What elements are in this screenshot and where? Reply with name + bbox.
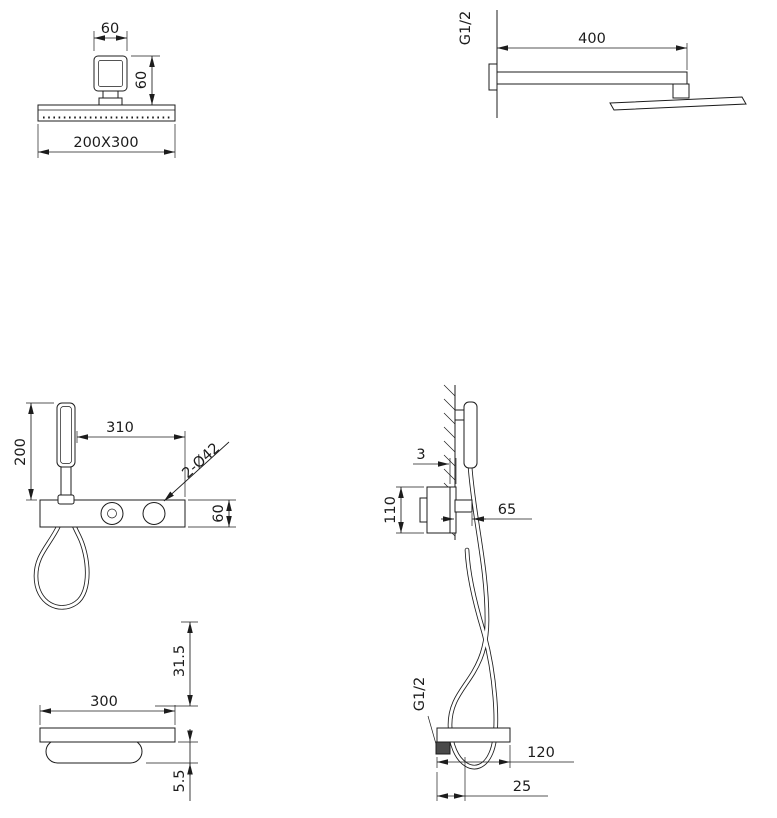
diverter-knob-center [107, 508, 117, 519]
spout-body-side [436, 727, 511, 743]
dimensions-spout-side: G1/2 120 25 [412, 677, 574, 801]
ceiling-mount [93, 55, 128, 106]
hand-shower-hose-front [33, 499, 90, 610]
control-knob [142, 502, 166, 525]
view-panel-front: 200 310 2-Ø42 60 [13, 402, 236, 610]
thread-size-label: G1/2 [412, 677, 428, 712]
valve-knob [419, 497, 428, 523]
shower-arm [496, 71, 688, 85]
dim-mount-width-label: 60 [101, 21, 119, 37]
dim-inlet-offset-label: 25 [513, 779, 531, 795]
dim-holes-label: 2-Ø42 [179, 440, 223, 482]
dimensions-overhead-front: 60 60 200X300 [37, 21, 176, 158]
inlet-fitting [435, 741, 451, 755]
dim-panel-width-label: 310 [106, 420, 134, 436]
view-overhead-side: 400 G1/2 [458, 10, 747, 118]
view-overhead-front: 60 60 200X300 [37, 21, 176, 158]
dim-mount-height-label: 60 [134, 71, 150, 89]
dim-length-label: 120 [527, 745, 555, 761]
diverter-knob [100, 502, 124, 525]
waterfall-lip [45, 739, 143, 764]
shower-head-side [609, 96, 747, 111]
arm-head-joint [672, 83, 690, 99]
shower-head-front [37, 104, 176, 122]
valve-body [426, 486, 451, 534]
dim-outlet-depth-label: 65 [498, 502, 516, 518]
thread-leader-line [427, 715, 437, 745]
dim-hand-shower-height-label: 200 [13, 438, 29, 466]
dim-body-height-label: 110 [383, 496, 399, 524]
dim-drop-label: 31.5 [172, 645, 188, 677]
holder-bracket [454, 409, 465, 421]
dimensions-panel-side: 3 110 65 [383, 447, 532, 534]
view-spout-front: 300 31.5 5.5 [39, 621, 198, 801]
hand-shower-front [56, 402, 76, 505]
dim-lip-label: 5.5 [172, 769, 188, 792]
dimensions-spout-front: 300 31.5 5.5 [39, 621, 198, 801]
wall-flange [488, 63, 498, 91]
hand-shower-hose-side [447, 463, 499, 770]
hand-shower-side [463, 401, 478, 469]
dim-panel-height-label: 60 [211, 504, 227, 522]
outlet-stub [454, 499, 473, 513]
dim-arm-length-label: 400 [578, 31, 606, 47]
view-spout-side: G1/2 120 25 [412, 677, 574, 801]
dimensions-overhead-side: 400 G1/2 [458, 11, 688, 70]
dim-spout-width-label: 300 [90, 694, 118, 710]
thread-size-label: G1/2 [458, 11, 474, 46]
dim-plate-thickness-label: 3 [416, 447, 425, 463]
dim-head-size-label: 200X300 [73, 135, 138, 151]
spout-body-front [39, 727, 176, 743]
view-panel-side: 3 110 65 [383, 384, 532, 770]
